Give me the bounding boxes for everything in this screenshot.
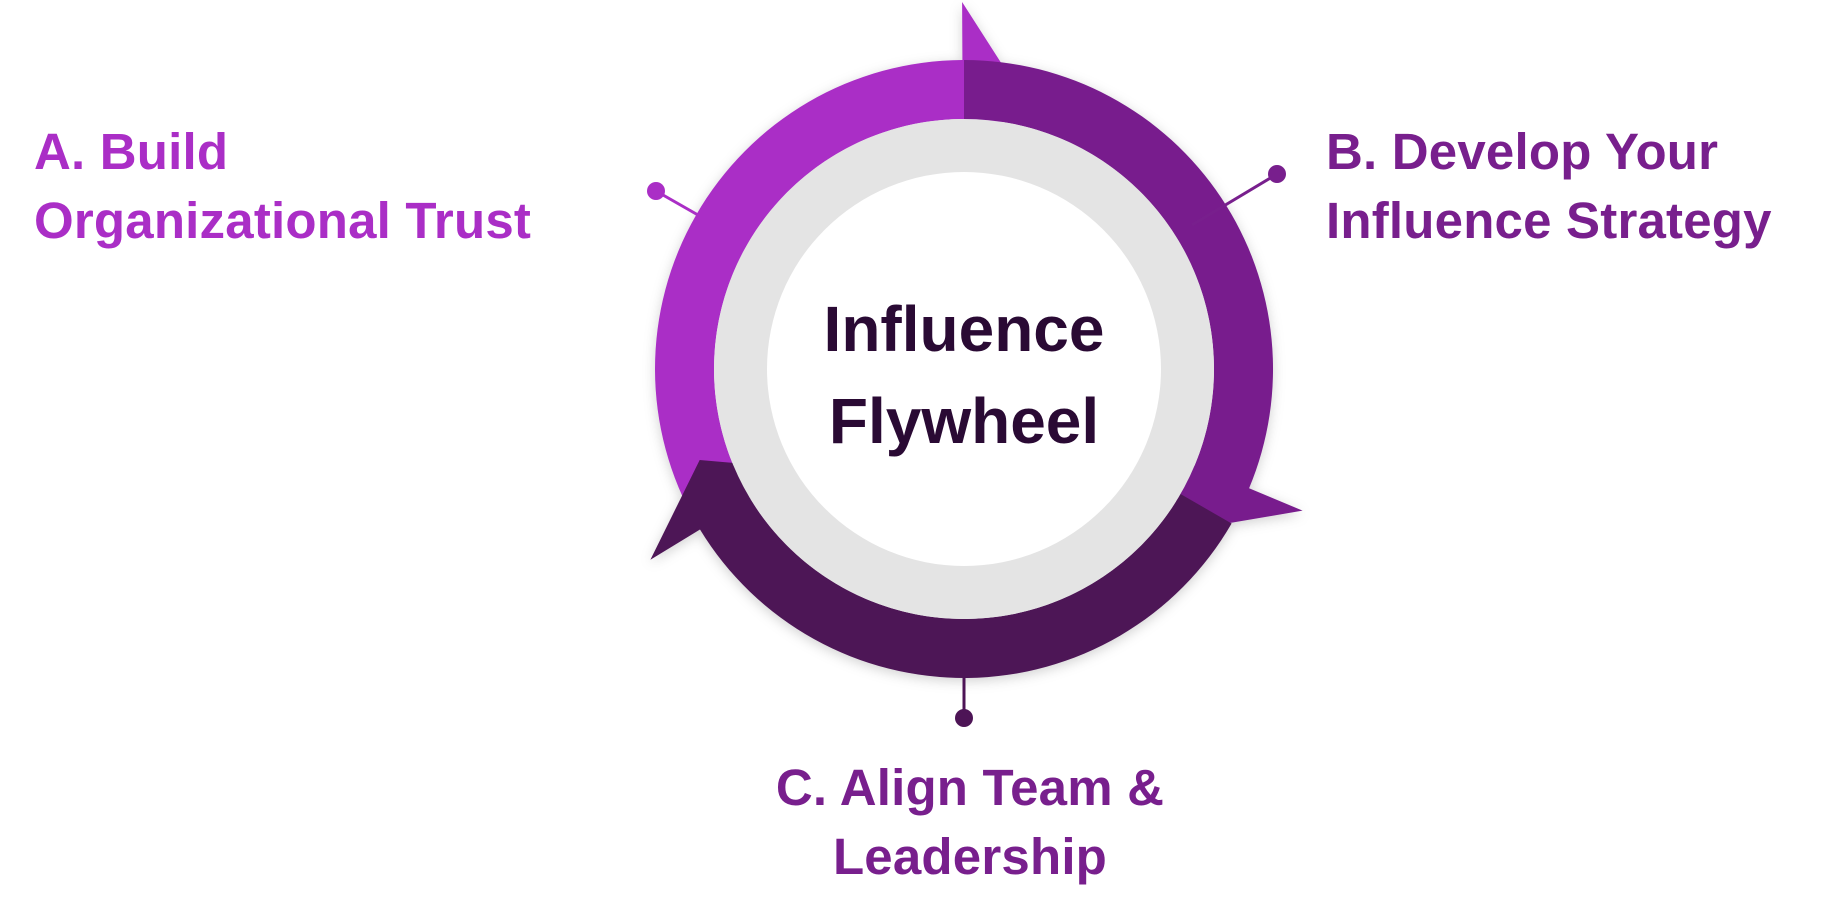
step-c-line-2: Leadership bbox=[832, 828, 1108, 885]
step-a-line-2: Organizational Trust bbox=[34, 192, 532, 249]
arc-segment-a bbox=[654, 2, 1023, 524]
step-label-a: A. Build Organizational Trust bbox=[34, 117, 531, 255]
center-title-line-1: Influence bbox=[823, 293, 1105, 365]
step-b-line-1: B. Develop Your bbox=[1326, 123, 1719, 180]
step-a-line-1: A. Build bbox=[34, 123, 229, 180]
connector-c-dot bbox=[955, 709, 973, 727]
center-disk bbox=[767, 172, 1161, 566]
step-label-b: B. Develop Your Influence Strategy bbox=[1326, 117, 1772, 255]
arc-segment-b bbox=[964, 59, 1303, 530]
arc-segment-c bbox=[650, 460, 1232, 678]
step-c-line-1: C. Align Team & bbox=[775, 759, 1165, 816]
connector-b-dot bbox=[1268, 165, 1286, 183]
step-label-c: C. Align Team & Leadership bbox=[760, 753, 1180, 891]
connector-b-line bbox=[1191, 172, 1278, 227]
step-b-line-2: Influence Strategy bbox=[1326, 192, 1772, 249]
connector-a-dot bbox=[647, 182, 665, 200]
center-title-line-2: Flywheel bbox=[828, 385, 1100, 457]
center-title: Influence Flywheel bbox=[764, 283, 1164, 467]
